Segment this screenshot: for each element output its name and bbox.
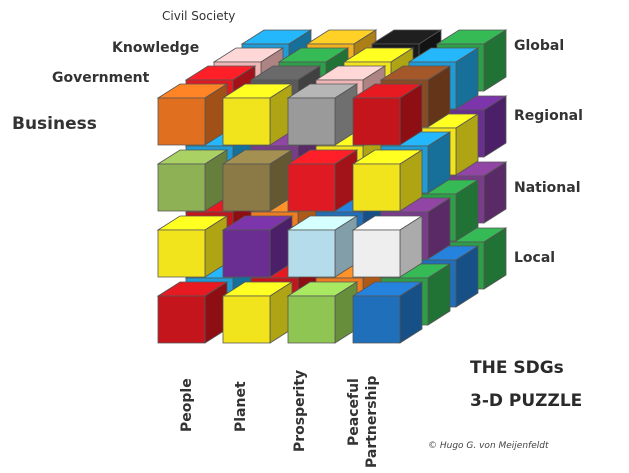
national-level-label: National	[514, 180, 581, 196]
prosperity-dimension-label: Prosperity	[292, 369, 308, 452]
cube-front-face	[287, 229, 336, 278]
cube-d0-r0-c0	[156, 83, 229, 146]
cube-front-face	[157, 295, 206, 344]
cube-d0-r2-c1	[221, 215, 294, 278]
partnership-dimension-label: Partnership	[364, 375, 380, 468]
business-label: Business	[12, 114, 97, 134]
cube-d0-r2-c0	[156, 215, 229, 278]
cube-d0-r2-c2	[286, 215, 359, 278]
cube-d0-r1-c3	[351, 149, 424, 212]
government-label: Government	[52, 70, 150, 86]
cube-d0-r1-c2	[286, 149, 359, 212]
planet-dimension-label: Planet	[233, 381, 249, 432]
cube-d0-r3-c3	[351, 281, 424, 344]
cube-front-face	[157, 163, 206, 212]
cube-d0-r3-c0	[156, 281, 229, 344]
cube-front-face	[352, 163, 401, 212]
title-line-1: THE SDGs	[470, 358, 564, 378]
peaceful-dimension-label: Peaceful	[346, 378, 362, 446]
cube-front-face	[352, 295, 401, 344]
regional-level-label: Regional	[514, 108, 583, 124]
cube-front-face	[222, 295, 271, 344]
cube-d0-r3-c1	[221, 281, 294, 344]
global-level-label: Global	[514, 38, 565, 54]
cube-front-face	[222, 97, 271, 146]
cube-d0-r0-c1	[221, 83, 294, 146]
cube-front-face	[157, 229, 206, 278]
cube-d0-r0-c2	[286, 83, 359, 146]
cube-front-face	[287, 295, 336, 344]
civil-society-label: Civil Society	[162, 9, 236, 23]
people-dimension-label: People	[179, 378, 195, 432]
local-level-label: Local	[514, 250, 556, 266]
cube-front-face	[287, 97, 336, 146]
cube-d0-r2-c3	[351, 215, 424, 278]
title-line-2: 3-D PUZZLE	[470, 391, 583, 411]
cube-d0-r1-c1	[221, 149, 294, 212]
author-credit: © Hugo G. von Meijenfeldt	[428, 441, 549, 451]
cube-front-face	[222, 229, 271, 278]
cube-d0-r1-c0	[156, 149, 229, 212]
cube-front-face	[352, 229, 401, 278]
cube-front-face	[222, 163, 271, 212]
cube-front-face	[287, 163, 336, 212]
cube-d0-r0-c3	[351, 83, 424, 146]
cube-d0-r3-c2	[286, 281, 359, 344]
knowledge-label: Knowledge	[112, 40, 200, 56]
cube-front-face	[352, 97, 401, 146]
cube-front-face	[157, 97, 206, 146]
